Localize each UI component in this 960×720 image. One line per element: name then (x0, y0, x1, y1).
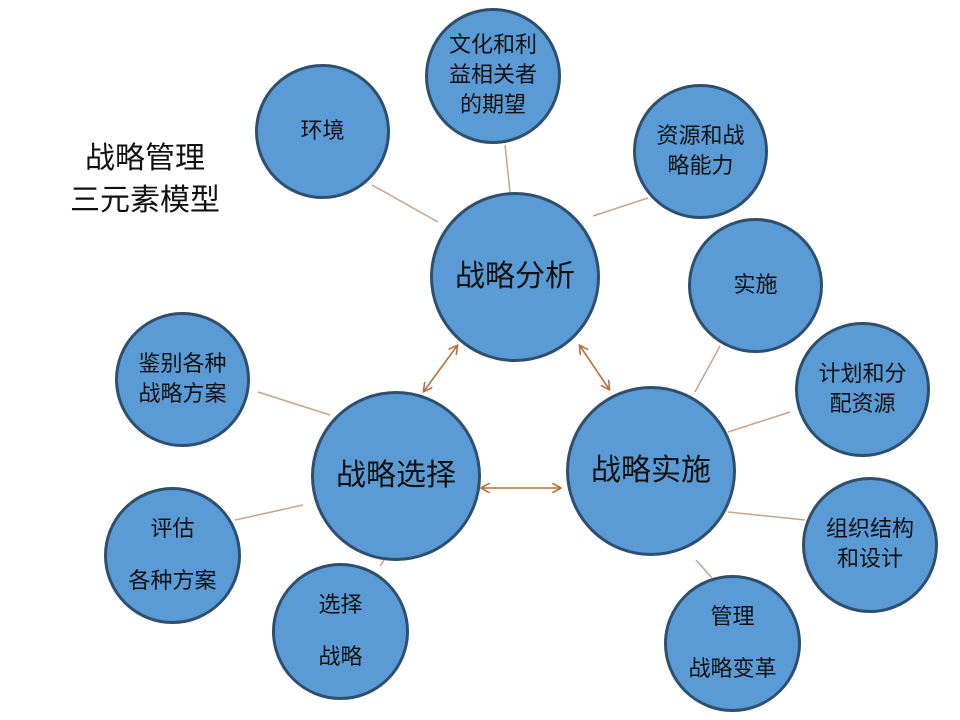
title-line-1: 战略管理 (85, 141, 205, 176)
title-line-2: 三元素模型 (70, 183, 220, 218)
node-planning-allocation: 计划和分 配资源 (795, 322, 930, 457)
arrow-analysis-implementation (580, 346, 609, 389)
connector-impl-structure (727, 511, 806, 521)
node-label: 文化和利 益相关者 的期望 (448, 33, 537, 118)
node-label: 计划和分 配资源 (818, 361, 907, 417)
node-strategy-implementation: 战略实施 (566, 386, 736, 556)
connector-analysis-stakeholders (504, 144, 511, 193)
node-evaluate-options: 评估 各种方案 (104, 487, 241, 624)
connector-choice-identify (257, 391, 331, 416)
node-org-structure: 组织结构 和设计 (802, 477, 938, 613)
node-label: 评估 各种方案 (128, 516, 217, 594)
connector-impl-planning (727, 411, 791, 433)
node-label: 战略实施 (591, 453, 711, 488)
connector-analysis-environment (371, 184, 439, 223)
connector-analysis-resources (592, 197, 649, 217)
node-label: 管理 战略变革 (688, 604, 777, 682)
arrow-analysis-choice (424, 346, 457, 391)
node-manage-change: 管理 战略变革 (664, 575, 801, 712)
diagram-title: 战略管理 三元素模型 (40, 138, 250, 222)
node-label: 实施 (733, 272, 778, 298)
node-strategy-analysis: 战略分析 (430, 192, 600, 362)
node-label: 资源和战 略能力 (656, 123, 745, 179)
node-label: 鉴别各种 战略方案 (138, 351, 227, 407)
node-implementation-sub: 实施 (688, 218, 823, 353)
node-resources-capability: 资源和战 略能力 (633, 84, 768, 219)
node-stakeholder-expectations: 文化和利 益相关者 的期望 (425, 8, 561, 144)
watermark (800, 2, 930, 42)
node-label: 战略选择 (336, 458, 456, 493)
connector-choice-evaluate (234, 504, 304, 521)
node-environment: 环境 (255, 64, 390, 199)
node-label: 组织结构 和设计 (825, 517, 914, 572)
node-label: 战略分析 (455, 259, 575, 294)
node-identify-options: 鉴别各种 战略方案 (115, 312, 250, 447)
node-strategy-choice: 战略选择 (311, 391, 481, 561)
node-label: 环境 (300, 118, 345, 144)
connector-impl-sub (694, 345, 721, 393)
node-select-strategy: 选择 战略 (272, 563, 409, 700)
node-label: 选择 战略 (318, 592, 363, 670)
connector-impl-change (695, 559, 713, 579)
